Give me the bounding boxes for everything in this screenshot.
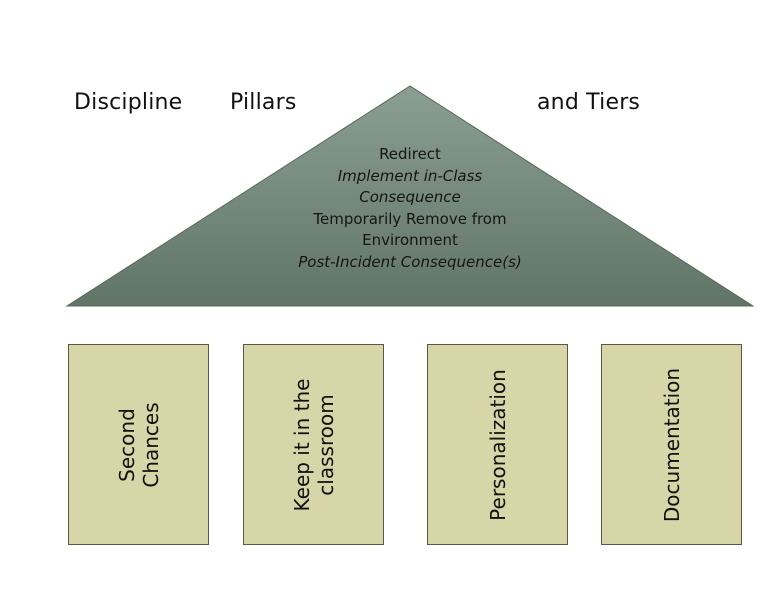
pillar-label-line2: classroom: [313, 393, 338, 496]
pillar-label-line2: Chances: [138, 401, 163, 488]
pillar-label-line1: Documentation: [659, 367, 684, 522]
title-word-discipline: Discipline: [74, 90, 183, 115]
pillar-label: Personalization: [486, 350, 510, 540]
pillar-label: Second Chances: [115, 350, 163, 540]
pillar-label: Keep it in the classroom: [290, 350, 338, 540]
roof-shape: [65, 85, 755, 307]
pillar-label: Documentation: [660, 350, 684, 540]
pillar-second-chances: Second Chances: [68, 344, 209, 545]
roof-line-post-incident: Post-Incident Consequence(s): [298, 252, 522, 271]
roof-line-temporarily-remove: Temporarily Remove from: [313, 209, 507, 228]
title-word-and-tiers: and Tiers: [537, 90, 641, 115]
pillar-keep-it-in-the-classroom: Keep it in the classroom: [243, 344, 384, 545]
pillar-label-line1: Keep it in the: [289, 378, 314, 511]
roof-line-implement: Implement in-Class: [337, 166, 483, 185]
pillar-label-line1: Personalization: [485, 368, 510, 521]
roof-line-environment: Environment: [362, 231, 458, 249]
roof-tiers-text: Redirect Implement in-Class Consequence …: [260, 144, 560, 273]
pillar-personalization: Personalization: [427, 344, 568, 545]
title-word-pillars: Pillars: [230, 90, 297, 115]
roof-line-consequence: Consequence: [359, 188, 461, 206]
roof-line-redirect: Redirect: [379, 145, 441, 163]
pillar-label-line1: Second: [114, 407, 139, 482]
pillar-documentation: Documentation: [601, 344, 742, 545]
